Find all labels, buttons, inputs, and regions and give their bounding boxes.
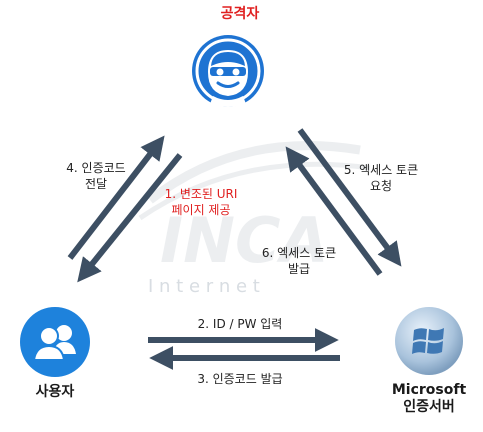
step-6-line1: 6. 엑세스 토큰 <box>261 246 337 260</box>
step-5-label: 5. 엑세스 토큰 요청 <box>326 162 436 194</box>
watermark-sub: I n t e r n e t <box>148 276 260 297</box>
arrow-step-1 <box>77 153 183 283</box>
hacker-icon <box>192 35 264 107</box>
step-2-label: 2. ID / PW 입력 <box>197 317 283 331</box>
users-icon <box>20 307 90 377</box>
server-label: Microsoft 인증서버 <box>379 382 479 416</box>
step-1-label: 1. 변조된 URI 페이지 제공 <box>145 186 257 218</box>
step-3-label: 3. 인증코드 발급 <box>197 372 283 386</box>
attacker-label: 공격자 <box>220 6 260 22</box>
step-4-label: 4. 인증코드 전달 <box>48 160 144 192</box>
step-5-line1: 5. 엑세스 토큰 <box>343 163 419 177</box>
server-label-line2: 인증서버 <box>403 399 455 415</box>
user-label: 사용자 <box>35 384 75 400</box>
watermark-brand: INCA <box>160 204 328 277</box>
step-6-label: 6. 엑세스 토큰 발급 <box>243 245 355 277</box>
arrow-step-5 <box>297 128 402 267</box>
arrow-step-4 <box>67 135 165 260</box>
step-5-line2: 요청 <box>369 179 393 193</box>
step-1-line1: 1. 변조된 URI <box>164 187 238 201</box>
windows-logo-icon <box>395 307 463 375</box>
step-4-line1: 4. 인증코드 <box>66 161 126 175</box>
step-6-line2: 발급 <box>287 262 311 276</box>
step-4-line2: 전달 <box>84 177 108 191</box>
step-1-line2: 페이지 제공 <box>171 203 231 217</box>
server-label-line1: Microsoft <box>391 382 467 398</box>
arrow-step-6 <box>285 146 383 276</box>
